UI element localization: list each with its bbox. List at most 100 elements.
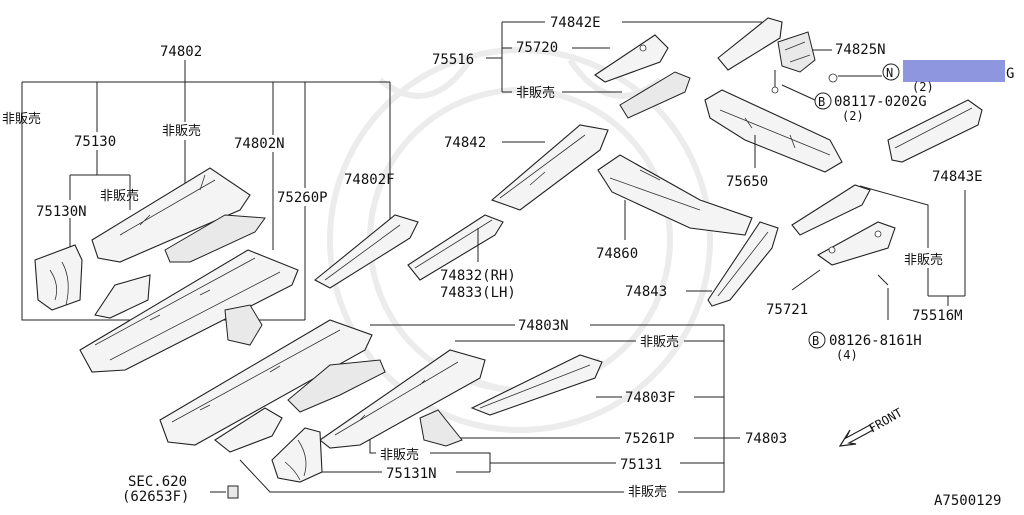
label-not-for-sale-1[interactable]: 非販売 xyxy=(2,111,41,127)
part-75131N-bracket xyxy=(271,427,323,483)
label-bolt-top-qty[interactable]: (2) xyxy=(842,109,864,123)
part-75720 xyxy=(594,34,669,83)
label-bolt-top-code[interactable]: 08117-0202G xyxy=(834,94,927,110)
nut-icon xyxy=(828,73,838,83)
part-small-plate xyxy=(214,407,283,453)
part-74803N-detail xyxy=(171,329,341,423)
label-not-for-sale-5[interactable]: 非販売 xyxy=(904,252,943,268)
label-74843[interactable]: 74843 xyxy=(625,284,667,300)
label-75650[interactable]: 75650 xyxy=(726,174,768,190)
label-bolt-symbol-top[interactable]: B xyxy=(818,95,825,109)
part-75721-hole-2 xyxy=(874,230,882,238)
label-not-for-sale-8[interactable]: 非販売 xyxy=(628,484,667,500)
label-nut-suffix[interactable]: G xyxy=(1006,66,1014,82)
part-75720-hole xyxy=(639,44,647,52)
redaction-box xyxy=(903,60,1005,82)
group-74843: 74843 xyxy=(625,221,779,307)
part-74802N-inner xyxy=(164,214,266,263)
part-74832 xyxy=(407,214,504,281)
label-74825N[interactable]: 74825N xyxy=(835,42,886,58)
part-small-bracket xyxy=(94,274,151,319)
label-74843E[interactable]: 74843E xyxy=(932,169,983,185)
label-not-for-sale-6[interactable]: 非販売 xyxy=(640,334,679,350)
label-74832[interactable]: 74832(RH) xyxy=(440,268,516,284)
label-bolt-bottom-qty[interactable]: (4) xyxy=(836,348,858,362)
label-front[interactable]: FRONT xyxy=(867,405,905,435)
leader-74843E xyxy=(928,190,966,297)
nut-symbol-circle xyxy=(882,63,900,81)
part-74802F xyxy=(314,214,419,289)
label-bolt-bottom-code[interactable]: 08126-8161H xyxy=(829,333,922,349)
label-sec-620-code[interactable]: (62653F) xyxy=(122,489,189,505)
label-75131[interactable]: 75131 xyxy=(620,457,662,473)
group-74802: 74802 非販売 75130 非販売 75130N 非販売 74802N 75… xyxy=(2,44,419,373)
part-74803F-detail xyxy=(479,364,591,409)
label-not-for-sale-7[interactable]: 非販売 xyxy=(380,447,419,463)
label-75721[interactable]: 75721 xyxy=(766,302,808,318)
leader-bolt-top xyxy=(781,84,816,101)
part-75131N-detail xyxy=(284,439,307,481)
part-74843-detail xyxy=(717,231,769,297)
group-74860: 74860 xyxy=(596,154,753,262)
label-75516M[interactable]: 75516M xyxy=(912,308,963,324)
part-74843E-detail xyxy=(894,107,973,149)
label-74802[interactable]: 74802 xyxy=(160,44,202,60)
label-nut-symbol[interactable]: N xyxy=(886,66,893,80)
group-74843E: 74843E xyxy=(887,99,983,297)
part-75516-upper xyxy=(791,184,871,236)
part-74803-detail xyxy=(334,361,459,436)
label-75131N[interactable]: 75131N xyxy=(386,466,437,482)
label-75130[interactable]: 75130 xyxy=(74,134,116,150)
part-75721-hole-1 xyxy=(828,246,836,254)
part-75261P xyxy=(419,409,463,447)
label-74842[interactable]: 74842 xyxy=(444,135,486,151)
group-75650: 75650 xyxy=(704,89,843,190)
label-74833[interactable]: 74833(LH) xyxy=(440,285,516,301)
part-75130N-detail xyxy=(49,261,69,306)
bolt-symbol-circle-bottom xyxy=(808,331,826,349)
leader-75721 xyxy=(791,269,821,291)
part-74842-detail xyxy=(499,134,586,199)
bolt-bottom-icon xyxy=(877,274,889,286)
label-75261P[interactable]: 75261P xyxy=(624,431,675,447)
part-74842 xyxy=(490,124,609,211)
group-74825N: 74825N N G (2) B 08117-0202G (2) xyxy=(717,17,1014,123)
part-74825N-bracket xyxy=(777,31,816,73)
part-75650 xyxy=(704,89,843,173)
label-bolt-symbol-bottom[interactable]: B xyxy=(812,334,819,348)
leader-not-for-sale-5 xyxy=(859,185,929,296)
front-arrow-icon xyxy=(838,424,874,447)
part-74832-detail xyxy=(414,219,493,269)
group-75516: 75516 74842E 75720 非販売 74842 xyxy=(432,15,762,211)
label-74803N[interactable]: 74803N xyxy=(518,318,569,334)
part-74860-detail xyxy=(609,169,701,211)
label-75130N[interactable]: 75130N xyxy=(36,204,87,220)
label-74802F[interactable]: 74802F xyxy=(344,172,395,188)
label-not-for-sale-3[interactable]: 非販売 xyxy=(162,123,201,139)
label-74860[interactable]: 74860 xyxy=(596,246,638,262)
label-nut-qty[interactable]: (2) xyxy=(912,80,934,94)
part-74802F-detail xyxy=(324,224,401,281)
part-75130-panel xyxy=(91,167,251,263)
label-74803F[interactable]: 74803F xyxy=(625,390,676,406)
label-74802N[interactable]: 74802N xyxy=(234,136,285,152)
group-75721: 非販売 75516M 75721 B 08126-8161H (4) xyxy=(766,184,963,362)
label-not-for-sale-4[interactable]: 非販売 xyxy=(516,85,555,101)
label-not-for-sale-2[interactable]: 非販売 xyxy=(100,188,139,204)
part-74860 xyxy=(597,154,753,236)
group-74832: 74832(RH) 74833(LH) xyxy=(407,214,516,301)
label-sec-620[interactable]: SEC.620 xyxy=(128,474,187,490)
label-74842E[interactable]: 74842E xyxy=(550,15,601,31)
label-74803[interactable]: 74803 xyxy=(745,431,787,447)
leader-not-for-sale-8 xyxy=(239,459,624,493)
part-74825N-detail xyxy=(784,41,811,63)
part-74843E xyxy=(887,99,983,163)
label-75720[interactable]: 75720 xyxy=(516,40,558,56)
part-74803N-side-member xyxy=(159,319,373,446)
part-62653F-clip xyxy=(227,485,239,499)
part-75130-detail xyxy=(119,174,216,236)
label-75516[interactable]: 75516 xyxy=(432,52,474,68)
label-75260P[interactable]: 75260P xyxy=(277,190,328,206)
